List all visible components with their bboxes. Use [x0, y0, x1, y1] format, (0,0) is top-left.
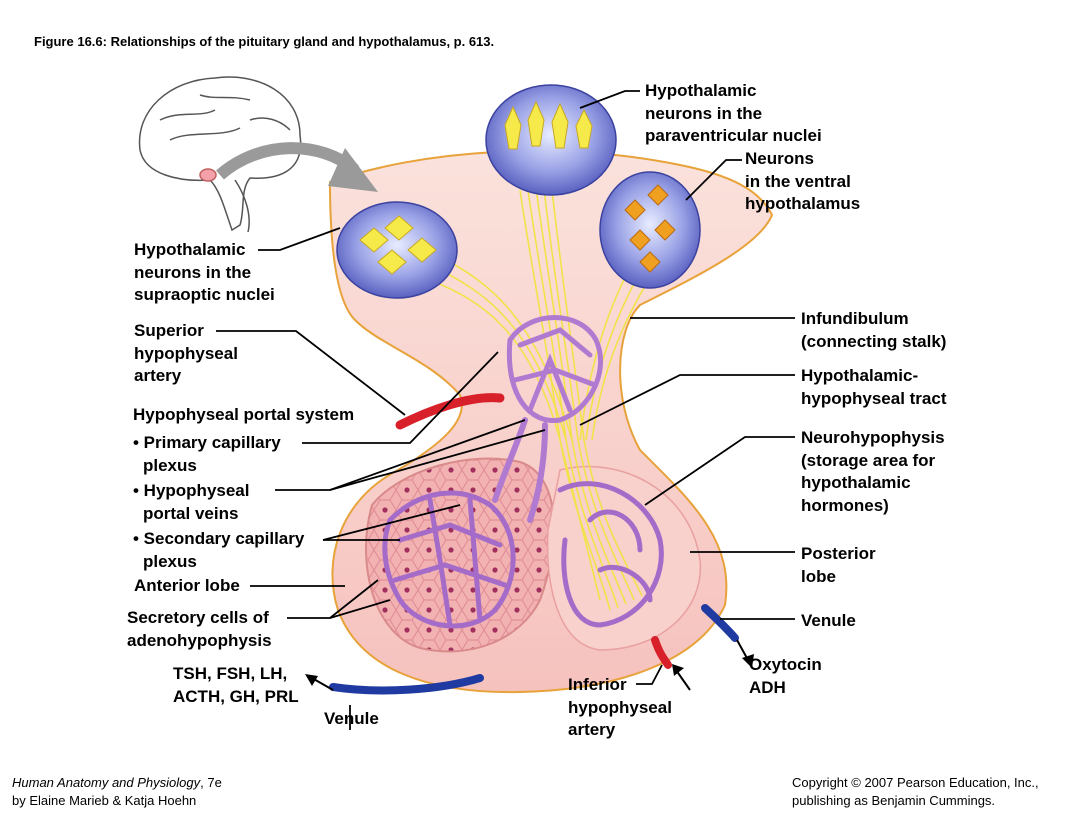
leader-lines	[216, 90, 795, 730]
label-anterior-lobe: Anterior lobe	[134, 576, 240, 595]
label-line: ACTH, GH, PRL	[173, 686, 299, 706]
label-venule-left: Venule	[324, 709, 379, 728]
label-line: hypophyseal	[568, 697, 672, 717]
label-line: Neurohypophysis	[801, 428, 945, 447]
label-hypophyseal-portal-system: Hypophyseal portal system	[133, 405, 355, 424]
label-line: supraoptic nuclei	[134, 285, 275, 304]
label-line: Secretory cells of	[127, 608, 269, 627]
footer-authors: by Elaine Marieb & Katja Hoehn	[12, 793, 197, 808]
label-line: portal veins	[143, 503, 239, 523]
label-line: Infundibulum	[801, 309, 909, 328]
label-line: neurons in the	[645, 103, 763, 123]
label-line: Superior	[134, 321, 204, 340]
anterior-lobe-shape	[365, 457, 555, 653]
copyright-line: Copyright © 2007 Pearson Education, Inc.…	[792, 775, 1039, 790]
brain-sketch-icon	[138, 76, 302, 233]
label-line: plexus	[143, 551, 197, 571]
label-anterior-hormones: TSH, FSH, LH, ACTH, GH, PRL	[173, 663, 299, 708]
ventral-hypothalamus-bubble	[599, 171, 701, 289]
label-line: neurons in the	[134, 262, 252, 282]
label-secretory-cells: Secretory cells of adenohypophysis	[127, 607, 272, 652]
label-supraoptic-nuclei: Hypothalamic neurons in the supraoptic n…	[134, 239, 275, 307]
hypophyseal-portal-veins	[492, 417, 548, 523]
label-inferior-hypophyseal-artery: Inferior hypophyseal artery	[568, 674, 672, 742]
footer-edition: , 7e	[200, 775, 222, 790]
label-line: Posterior	[801, 544, 876, 563]
label-line: • Secondary capillary	[133, 529, 305, 548]
venule-left-vessel	[329, 674, 484, 695]
label-line: adenohypophysis	[127, 630, 272, 650]
label-line: Hypothalamic	[134, 240, 246, 259]
label-hypophyseal-portal-veins: • Hypophyseal portal veins	[133, 480, 250, 525]
footer-book-title: Human Anatomy and Physiology	[12, 775, 201, 790]
label-venule-right: Venule	[801, 611, 856, 630]
location-arrow-head	[328, 148, 378, 192]
paraventricular-nucleus-bubble	[485, 84, 617, 196]
copyright-line: publishing as Benjamin Cummings.	[792, 793, 996, 808]
label-infundibulum: Infundibulum (connecting stalk)	[801, 308, 946, 353]
label-superior-hypophyseal-artery: Superior hypophyseal artery	[134, 320, 238, 388]
label-primary-capillary-plexus: • Primary capillary plexus	[133, 432, 281, 477]
label-hypothalamic-hypophyseal-tract: Hypothalamic- hypophyseal tract	[801, 365, 947, 410]
inferior-hypophyseal-artery	[651, 636, 672, 669]
label-line: Hypothalamic	[645, 81, 757, 100]
secondary-capillary-plexus	[382, 481, 664, 629]
footer-copyright: Copyright © 2007 Pearson Education, Inc.…	[792, 774, 1039, 810]
superior-hypophyseal-artery	[395, 393, 505, 430]
label-line: ADH	[749, 677, 786, 697]
label-ventral-hypothalamus: Neurons in the ventral hypothalamus	[745, 148, 860, 216]
label-line: Inferior	[568, 675, 627, 694]
label-line: in the ventral	[745, 171, 851, 191]
label-line: hypothalamus	[745, 194, 861, 213]
label-line: plexus	[143, 455, 197, 475]
label-neurohypophysis: Neurohypophysis (storage area for hypoth…	[801, 427, 945, 517]
label-line: • Hypophyseal	[133, 481, 250, 500]
label-line: hypophyseal	[134, 343, 238, 363]
label-line: (connecting stalk)	[801, 331, 947, 351]
label-posterior-lobe: Posterior lobe	[801, 543, 876, 588]
label-line: hypothalamic	[801, 473, 911, 492]
label-line: artery	[134, 366, 182, 385]
label-line: • Primary capillary	[133, 433, 281, 452]
footer-book-credit: Human Anatomy and Physiology, 7e by Elai…	[12, 774, 222, 810]
label-line: artery	[568, 720, 616, 739]
venule-right-vessel	[701, 604, 739, 642]
label-line: paraventricular nuclei	[645, 126, 822, 145]
supraoptic-nucleus-bubble	[336, 201, 458, 299]
label-secondary-capillary-plexus: • Secondary capillary plexus	[133, 528, 304, 573]
label-line: hormones)	[801, 495, 889, 515]
label-line: TSH, FSH, LH,	[173, 664, 288, 683]
label-paraventricular-nuclei: Hypothalamic neurons in the paraventricu…	[645, 80, 822, 148]
label-line: hypophyseal tract	[801, 388, 947, 408]
label-line: Neurons	[745, 149, 814, 168]
label-line: lobe	[801, 566, 836, 586]
hypothalamic-hypophyseal-tract-axons	[429, 187, 661, 611]
label-line: Hypothalamic-	[801, 366, 919, 385]
label-line: Oxytocin	[749, 655, 822, 674]
figure-title: Figure 16.6: Relationships of the pituit…	[34, 34, 495, 49]
label-line: (storage area for	[801, 450, 936, 470]
primary-capillary-plexus	[506, 315, 603, 424]
label-posterior-hormones: Oxytocin ADH	[749, 654, 822, 699]
arrow-heads	[305, 654, 754, 686]
